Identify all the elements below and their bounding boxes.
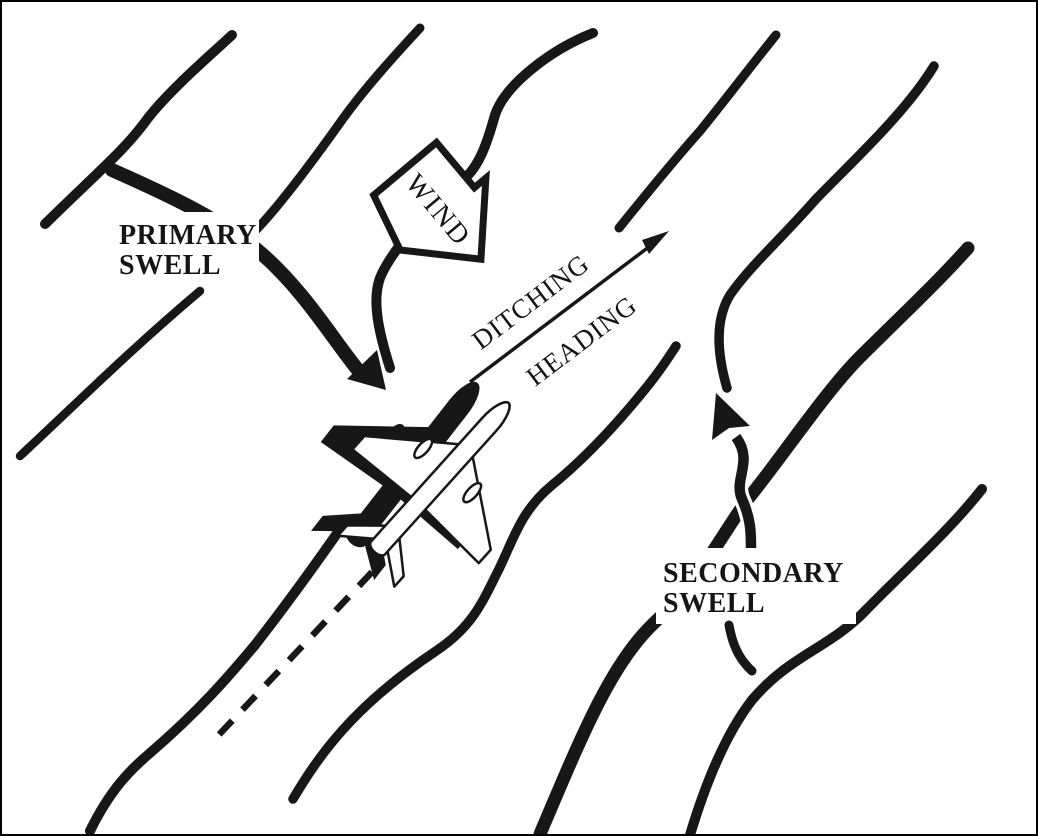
primary-swell-label-box xyxy=(112,212,259,282)
primary-swell-label-line1: PRIMARY xyxy=(119,220,257,251)
swell-line-top-left xyxy=(40,30,237,229)
primary-swell-arrow xyxy=(105,163,386,390)
swell-line-upper-right-long xyxy=(714,61,939,393)
swell-line-right-of-wind xyxy=(614,30,781,233)
primary-swell-arrow-curve xyxy=(105,163,365,377)
primary-swell-label: PRIMARY SWELL xyxy=(112,212,259,282)
ditching-heading-arrowhead xyxy=(642,231,669,254)
primary-swell-arrowhead xyxy=(347,350,386,390)
secondary-swell-arrow xyxy=(712,393,760,550)
swell-line-left-short xyxy=(15,286,205,461)
wind-arrow-shape xyxy=(369,137,490,264)
ditching-heading-arrow-line xyxy=(468,238,660,384)
swell-line-upper-mid-short xyxy=(251,23,425,235)
secondary-swell-arrow-body xyxy=(731,433,757,550)
swell-lines xyxy=(15,23,987,836)
secondary-swell-label-line2: SWELL xyxy=(663,588,765,619)
secondary-swell-label-box xyxy=(656,548,856,624)
swell-line-center-long xyxy=(288,341,681,804)
secondary-swell-label: SECONDARY SWELL xyxy=(656,548,856,624)
swell-line-bottom-right xyxy=(685,484,987,836)
wind-arrow: WIND xyxy=(369,137,490,264)
secondary-swell-arrowhead xyxy=(712,393,750,440)
secondary-swell-arrow-tail xyxy=(724,620,757,676)
flight-path-dashed-line xyxy=(211,569,375,743)
secondary-swell-label-line1: SECONDARY xyxy=(663,558,844,589)
primary-swell-label-line2: SWELL xyxy=(119,250,221,281)
swell-line-lower-left-long xyxy=(85,517,350,836)
